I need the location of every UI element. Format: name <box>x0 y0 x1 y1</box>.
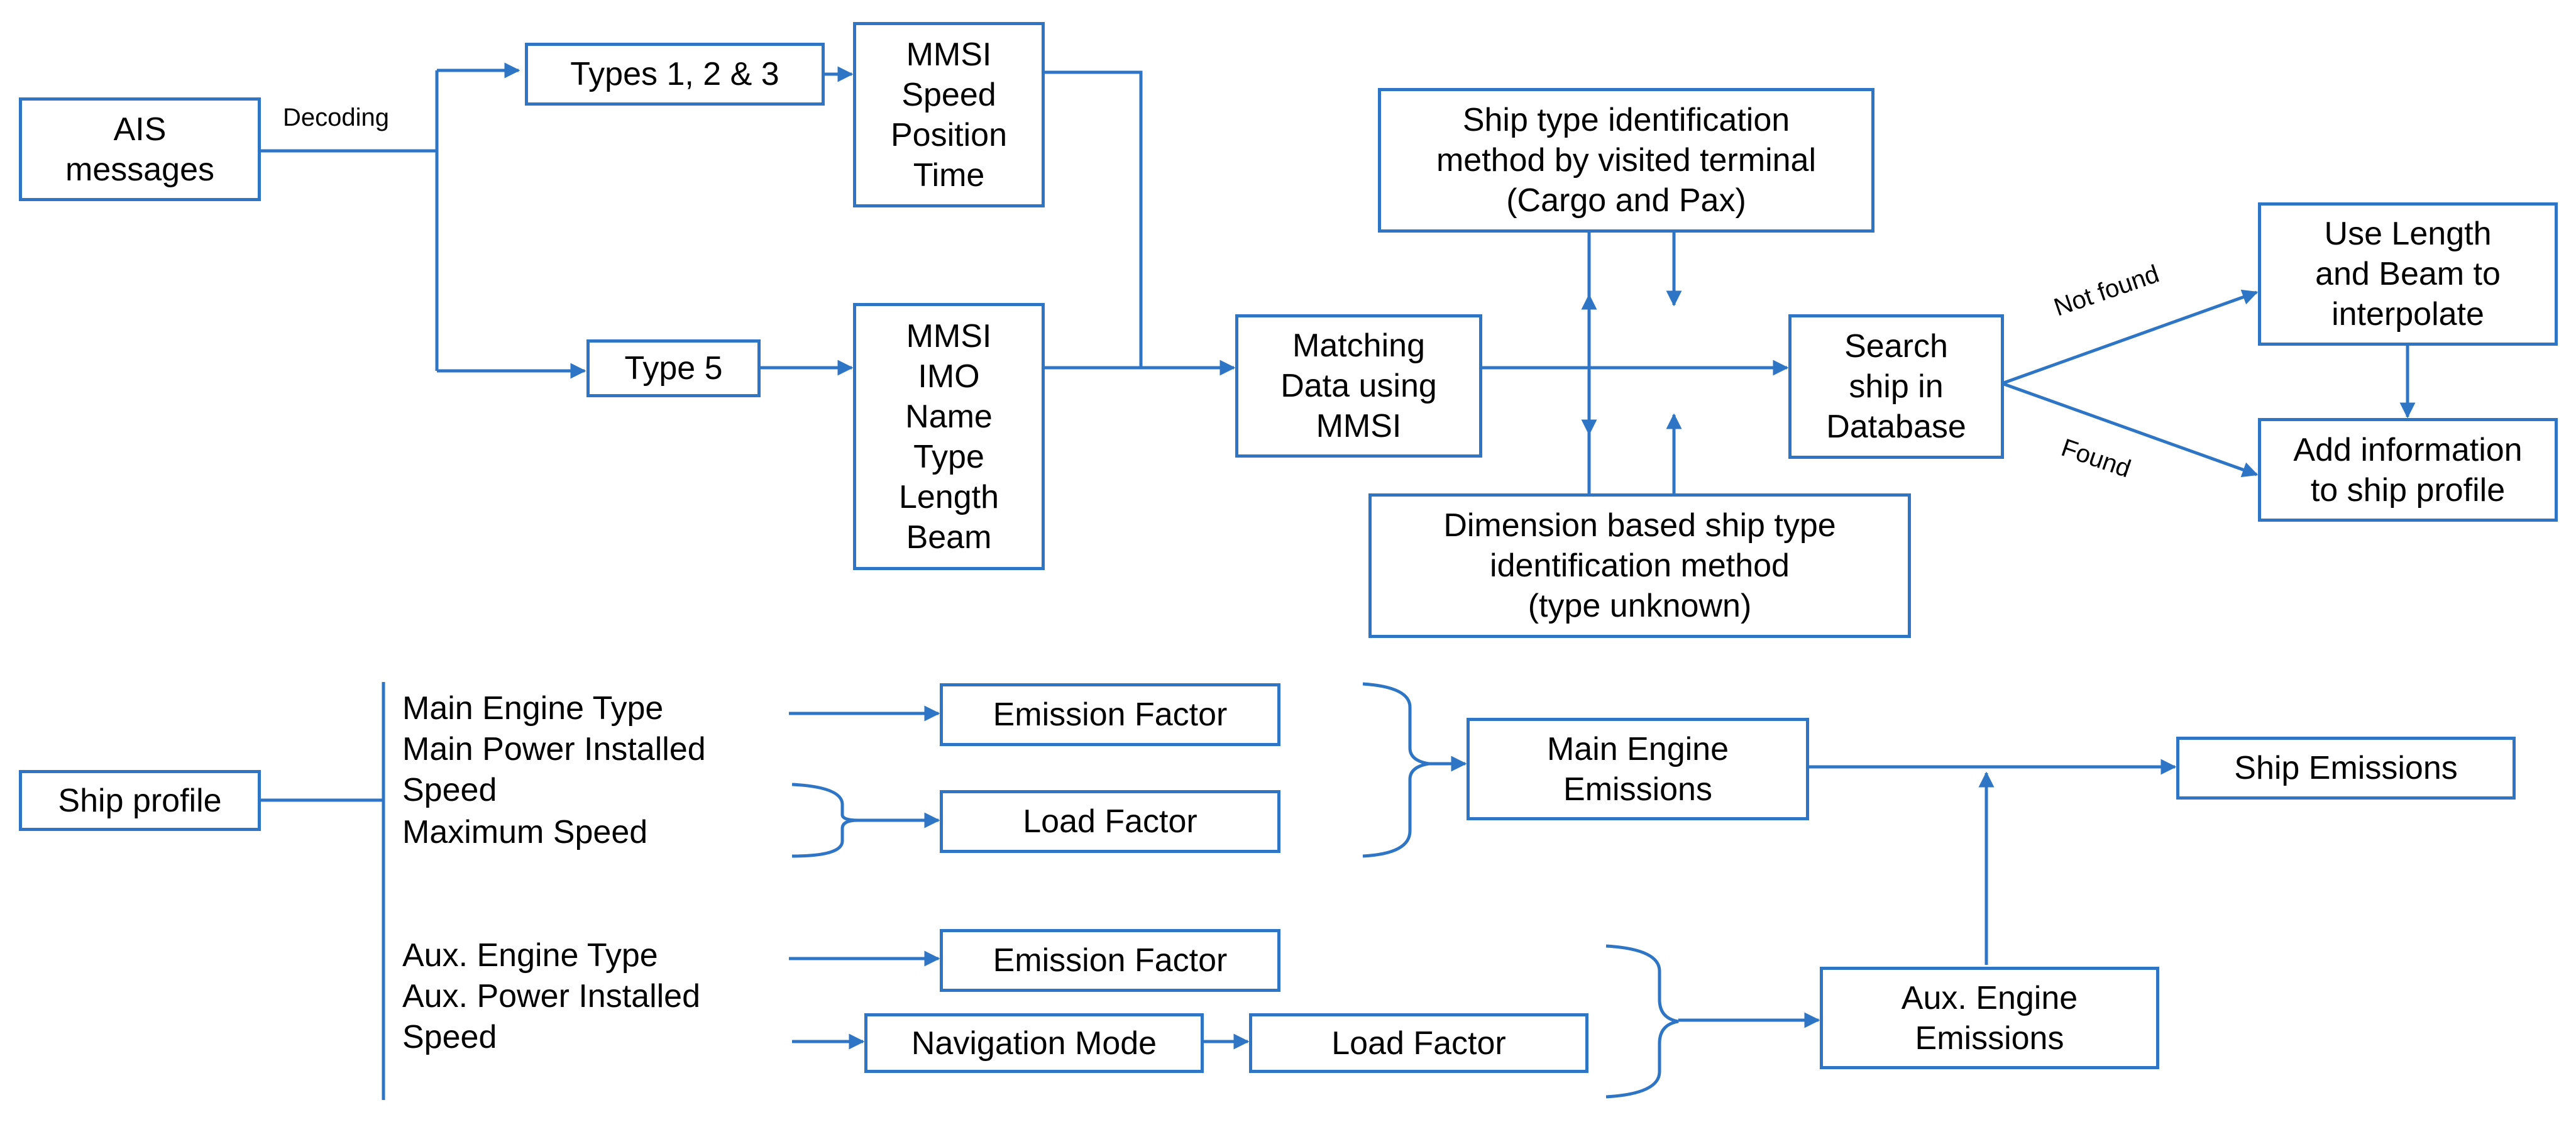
type-5-label: Type 5 <box>624 350 723 387</box>
matching-line: MMSI <box>1316 408 1402 444</box>
dimension-method-line: Dimension based ship type <box>1443 507 1836 544</box>
terminal-method-line: (Cargo and Pax) <box>1506 182 1746 219</box>
interpolate-line: and Beam to <box>2315 256 2501 292</box>
brace-main-factors <box>1362 682 1429 858</box>
static-field: Type <box>913 438 984 475</box>
terminal-method-box: Ship type identification method by visit… <box>1378 88 1874 233</box>
ais-messages-line-1: AIS <box>113 111 167 148</box>
search-database-box: Search ship in Database <box>1788 314 2004 459</box>
main-input-label: Main Engine Type <box>402 690 664 727</box>
load-factor-main-label: Load Factor <box>1023 803 1197 840</box>
ship-profile-box: Ship profile <box>19 770 261 831</box>
decoding-label: Decoding <box>283 104 390 131</box>
connector-dynamic-to-merge <box>1043 70 1143 368</box>
search-line: ship in <box>1849 368 1944 405</box>
emission-factor-main-label: Emission Factor <box>993 696 1228 733</box>
add-info-line: Add information <box>2293 431 2523 468</box>
types-123-label: Types 1, 2 & 3 <box>570 56 779 92</box>
static-field: Name <box>905 398 993 435</box>
ais-messages-box: AIS messages <box>19 97 261 201</box>
main-input-label: Main Power Installed <box>402 731 706 767</box>
aux-input-label: Speed <box>402 1019 497 1055</box>
dynamic-field: Speed <box>901 76 996 113</box>
static-field: MMSI <box>906 317 992 355</box>
dimension-method-line: identification method <box>1490 547 1790 584</box>
dynamic-field: Position <box>891 116 1007 153</box>
matching-data-box: Matching Data using MMSI <box>1235 314 1482 458</box>
static-field: IMO <box>918 358 980 395</box>
interpolate-line: Use Length <box>2324 216 2492 252</box>
emission-factor-main-box: Emission Factor <box>940 683 1280 746</box>
connector-found <box>2001 382 2259 478</box>
static-field: Beam <box>906 519 992 556</box>
main-input-label: Maximum Speed <box>402 814 648 850</box>
ais-messages-line-2: messages <box>65 151 214 188</box>
dynamic-field: Time <box>913 157 985 194</box>
aux-input-label: Aux. Engine Type <box>402 937 658 974</box>
search-line: Search <box>1844 328 1948 365</box>
main-emissions-line: Main Engine <box>1546 730 1729 767</box>
add-information-box: Add information to ship profile <box>2258 418 2558 522</box>
main-emissions-line: Emissions <box>1563 771 1712 808</box>
static-fields-box: MMSI IMO Name Type Length Beam <box>853 303 1045 570</box>
types-123-box: Types 1, 2 & 3 <box>525 43 825 106</box>
emission-factor-aux-label: Emission Factor <box>993 942 1228 979</box>
load-factor-aux-box: Load Factor <box>1249 1013 1588 1073</box>
load-factor-aux-label: Load Factor <box>1331 1025 1506 1062</box>
matching-line: Matching <box>1292 327 1425 364</box>
terminal-method-line: Ship type identification <box>1462 102 1790 138</box>
brace-speed <box>791 783 859 858</box>
aux-emissions-line: Aux. Engine <box>1901 979 2078 1016</box>
type-5-box: Type 5 <box>586 339 761 397</box>
interpolate-line: interpolate <box>2331 296 2484 333</box>
brace-aux-factors <box>1605 944 1679 1099</box>
navigation-mode-box: Navigation Mode <box>864 1013 1204 1073</box>
navigation-mode-label: Navigation Mode <box>911 1025 1157 1062</box>
matching-line: Data using <box>1280 368 1437 404</box>
dynamic-fields-box: MMSI Speed Position Time <box>853 22 1045 207</box>
ship-profile-label: Ship profile <box>58 782 222 819</box>
interpolate-box: Use Length and Beam to interpolate <box>2258 202 2558 346</box>
add-info-line: to ship profile <box>2310 471 2506 509</box>
dimension-method-line: (type unknown) <box>1527 588 1752 624</box>
search-line: Database <box>1826 409 1966 445</box>
main-input-label: Speed <box>402 772 497 808</box>
ship-emissions-label: Ship Emissions <box>2234 750 2458 786</box>
aux-input-label: Aux. Power Installed <box>402 978 701 1015</box>
aux-engine-emissions-box: Aux. Engine Emissions <box>1820 967 2159 1069</box>
load-factor-main-box: Load Factor <box>940 790 1280 853</box>
static-field: Length <box>898 478 999 515</box>
terminal-method-line: method by visited terminal <box>1436 142 1817 179</box>
dynamic-field: MMSI <box>906 36 992 73</box>
connector-not-found <box>2001 289 2259 385</box>
main-engine-emissions-box: Main Engine Emissions <box>1467 718 1809 820</box>
ship-emissions-box: Ship Emissions <box>2176 737 2516 800</box>
aux-emissions-line: Emissions <box>1915 1020 2064 1057</box>
emission-factor-aux-box: Emission Factor <box>940 929 1280 992</box>
dimension-method-box: Dimension based ship type identification… <box>1368 493 1911 638</box>
